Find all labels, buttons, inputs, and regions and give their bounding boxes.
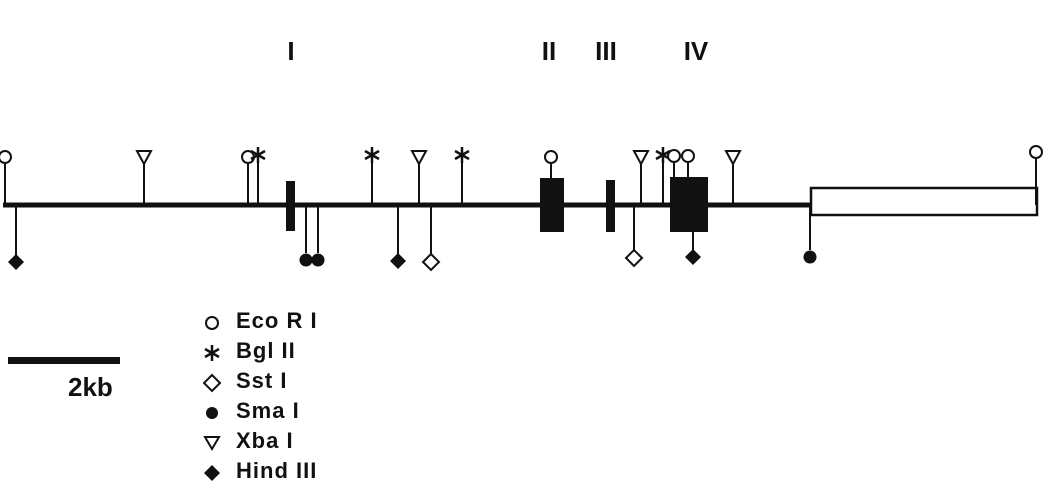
ecori-site [667, 149, 681, 205]
open-triangle-down-icon [203, 436, 221, 451]
ecori-site [544, 150, 558, 205]
scale-label: 2kb [68, 372, 113, 402]
bglii-site [655, 147, 671, 205]
xbai-site [632, 150, 650, 205]
xbai-site [410, 150, 428, 205]
scale-bar [8, 357, 120, 364]
hindiii-site [685, 205, 701, 265]
restriction-map: I II III IV [0, 36, 1043, 272]
exon-III [606, 180, 615, 232]
exon-label-I: I [287, 36, 294, 66]
exon-I [286, 181, 295, 231]
restriction-sites [0, 145, 1043, 272]
open-region-box [809, 186, 1039, 217]
bglii-site [250, 147, 266, 205]
open-diamond-icon [202, 373, 222, 393]
exon-label-IV: IV [684, 36, 709, 66]
legend-label: Xba I [236, 428, 294, 453]
exon-label-II: II [542, 36, 556, 66]
ecori-site [1029, 145, 1043, 205]
ssti-site [421, 205, 441, 272]
ecori-site [241, 150, 255, 205]
smai-site [311, 205, 325, 267]
filled-circle-icon [206, 407, 218, 419]
exon-label-III: III [595, 36, 617, 66]
legend-label: Bgl II [236, 338, 296, 363]
legend-label: Hind III [236, 458, 318, 483]
xbai-site [135, 150, 153, 205]
filled-diamond-icon [204, 465, 220, 481]
xbai-site [724, 150, 742, 205]
asterisk-icon [204, 345, 220, 361]
hindiii-site [8, 205, 24, 270]
bglii-site [454, 147, 470, 205]
legend-label: Eco R I [236, 308, 318, 333]
smai-site [299, 205, 313, 267]
ecori-site [0, 150, 12, 205]
hindiii-site [390, 205, 406, 269]
legend-label: Sma I [236, 398, 300, 423]
bglii-site [364, 147, 380, 205]
ecori-site [681, 149, 695, 205]
open-circle-icon [205, 316, 219, 330]
ssti-site [624, 205, 644, 268]
legend-label: Sst I [236, 368, 288, 393]
smai-site [803, 205, 817, 264]
